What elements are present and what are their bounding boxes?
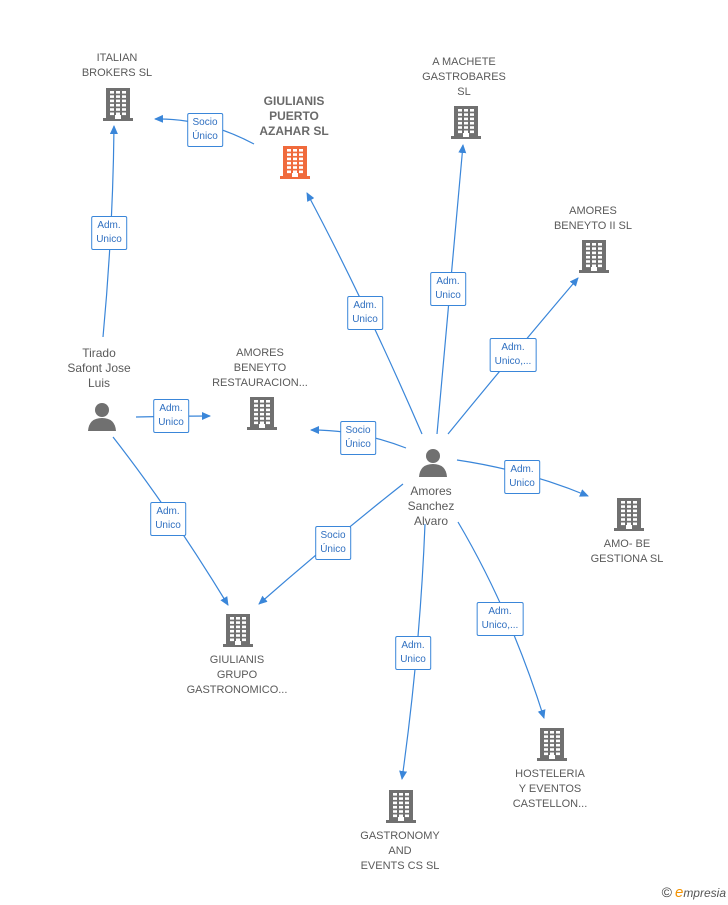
building-icon[interactable] xyxy=(386,789,416,828)
relation-label-line: Unico xyxy=(435,290,461,301)
node-label-line: Sanchez xyxy=(407,499,455,513)
company-name-label[interactable]: HOSTELERIA Y EVENTOS CASTELLON... xyxy=(513,767,588,812)
node-label-line: Y EVENTOS xyxy=(518,783,582,795)
relation-label-line: Unico,... xyxy=(494,356,532,367)
copyright-icon: © xyxy=(661,884,672,900)
node-label-line: HOSTELERIA xyxy=(515,768,585,780)
node-label-line: GIULIANIS xyxy=(263,94,325,108)
node-label-line: GASTROBARES xyxy=(422,71,506,83)
node-label-line: A MACHETE xyxy=(432,56,496,68)
relation-label-line: Adm. xyxy=(401,640,425,651)
node-label-line: CASTELLON... xyxy=(512,798,588,810)
relation-label-line: Adm. xyxy=(156,506,180,517)
person-icon[interactable] xyxy=(87,401,117,436)
node-label-line: Alvaro xyxy=(413,514,449,528)
company-name-label[interactable]: AMORES BENEYTO RESTAURACION... xyxy=(212,346,308,391)
relation-label-line: Único xyxy=(192,131,218,142)
node-label-line: ITALIAN xyxy=(96,52,138,64)
company-name-label[interactable]: ITALIAN BROKERS SL xyxy=(82,51,152,81)
company-name-label[interactable]: GASTRONOMY AND EVENTS CS SL xyxy=(360,829,439,874)
relation-label[interactable]: Adm. Unico xyxy=(153,399,189,433)
company-name-label[interactable]: AMO- BE GESTIONA SL xyxy=(591,537,664,567)
relation-label-line: Unico xyxy=(96,234,122,245)
relation-label[interactable]: Adm. Unico xyxy=(395,636,431,670)
node-label-line: BENEYTO xyxy=(233,362,287,374)
relation-label-line: Unico xyxy=(352,314,378,325)
node-label-line: AMORES xyxy=(236,347,284,359)
relation-label[interactable]: Adm. Unico xyxy=(150,502,186,536)
relation-label-line: Socio xyxy=(320,530,346,541)
building-icon[interactable] xyxy=(451,105,481,144)
relation-label-line: Unico xyxy=(509,478,535,489)
brand-logo-text: mpresia xyxy=(683,886,726,900)
node-label-line: Tirado xyxy=(82,346,116,360)
building-icon[interactable] xyxy=(579,239,609,278)
node-label-line: PUERTO xyxy=(269,109,319,123)
node-label-line: GRUPO xyxy=(216,669,258,681)
company-name-label[interactable]: GIULIANIS GRUPO GASTRONOMICO... xyxy=(187,653,288,698)
relation-label-line: Unico xyxy=(155,520,181,531)
relation-label-line: Adm. xyxy=(510,464,534,475)
brand-logo-initial: e xyxy=(674,884,684,901)
node-label-line: GESTIONA SL xyxy=(590,553,664,565)
relation-label-line: Socio xyxy=(345,425,371,436)
node-label-line: BROKERS SL xyxy=(81,67,153,79)
building-icon[interactable] xyxy=(223,613,253,652)
node-label-line: GIULIANIS xyxy=(209,654,265,666)
node-label-line: RESTAURACION... xyxy=(212,377,308,389)
relation-label-line: Unico xyxy=(400,654,426,665)
person-icon[interactable] xyxy=(418,447,448,482)
node-label-line: BENEYTO II SL xyxy=(553,220,633,232)
company-name-label[interactable]: AMORES BENEYTO II SL xyxy=(554,204,632,234)
relation-label-line: Único xyxy=(320,544,346,555)
node-label-line: EVENTS CS SL xyxy=(360,860,440,872)
relation-label-line: Adm. xyxy=(501,342,525,353)
relation-label-line: Adm. xyxy=(488,606,512,617)
relation-label-line: Socio xyxy=(192,117,218,128)
relation-label-line: Unico xyxy=(158,417,184,428)
building-icon[interactable] xyxy=(280,145,310,184)
company-name-label[interactable]: A MACHETE GASTROBARES SL xyxy=(422,55,506,100)
node-label-line: GASTRONOMICO... xyxy=(186,684,288,696)
node-label-line: GASTRONOMY xyxy=(360,830,440,842)
building-icon[interactable] xyxy=(537,727,567,766)
node-label-line: Safont Jose xyxy=(67,361,131,375)
relation-label[interactable]: Adm. Unico xyxy=(430,272,466,306)
relation-label[interactable]: Adm. Unico xyxy=(91,216,127,250)
relation-label[interactable]: Adm. Unico xyxy=(504,460,540,494)
relation-label[interactable]: Adm. Unico,... xyxy=(489,338,537,372)
node-label-line: Luis xyxy=(87,376,110,390)
relation-label-line: Adm. xyxy=(353,300,377,311)
brand-footer: ©empresia xyxy=(662,884,726,901)
building-icon[interactable] xyxy=(247,396,277,435)
relation-label-line: Adm. xyxy=(159,403,183,414)
relation-label[interactable]: Adm. Unico,... xyxy=(476,602,524,636)
node-label-line: AND xyxy=(388,845,412,857)
node-label-line: AZAHAR SL xyxy=(259,124,329,138)
node-label-line: AMO- BE xyxy=(603,538,651,550)
relation-label[interactable]: Adm. Unico xyxy=(347,296,383,330)
relation-label-line: Unico,... xyxy=(481,620,519,631)
building-icon[interactable] xyxy=(614,497,644,536)
node-label-line: Amores xyxy=(410,484,452,498)
building-icon[interactable] xyxy=(103,87,133,126)
relation-label-line: Adm. xyxy=(436,276,460,287)
node-label-line: AMORES xyxy=(569,205,617,217)
node-label-line: SL xyxy=(457,86,471,98)
relation-label-line: Adm. xyxy=(97,220,121,231)
relation-label-line: Único xyxy=(345,439,371,450)
